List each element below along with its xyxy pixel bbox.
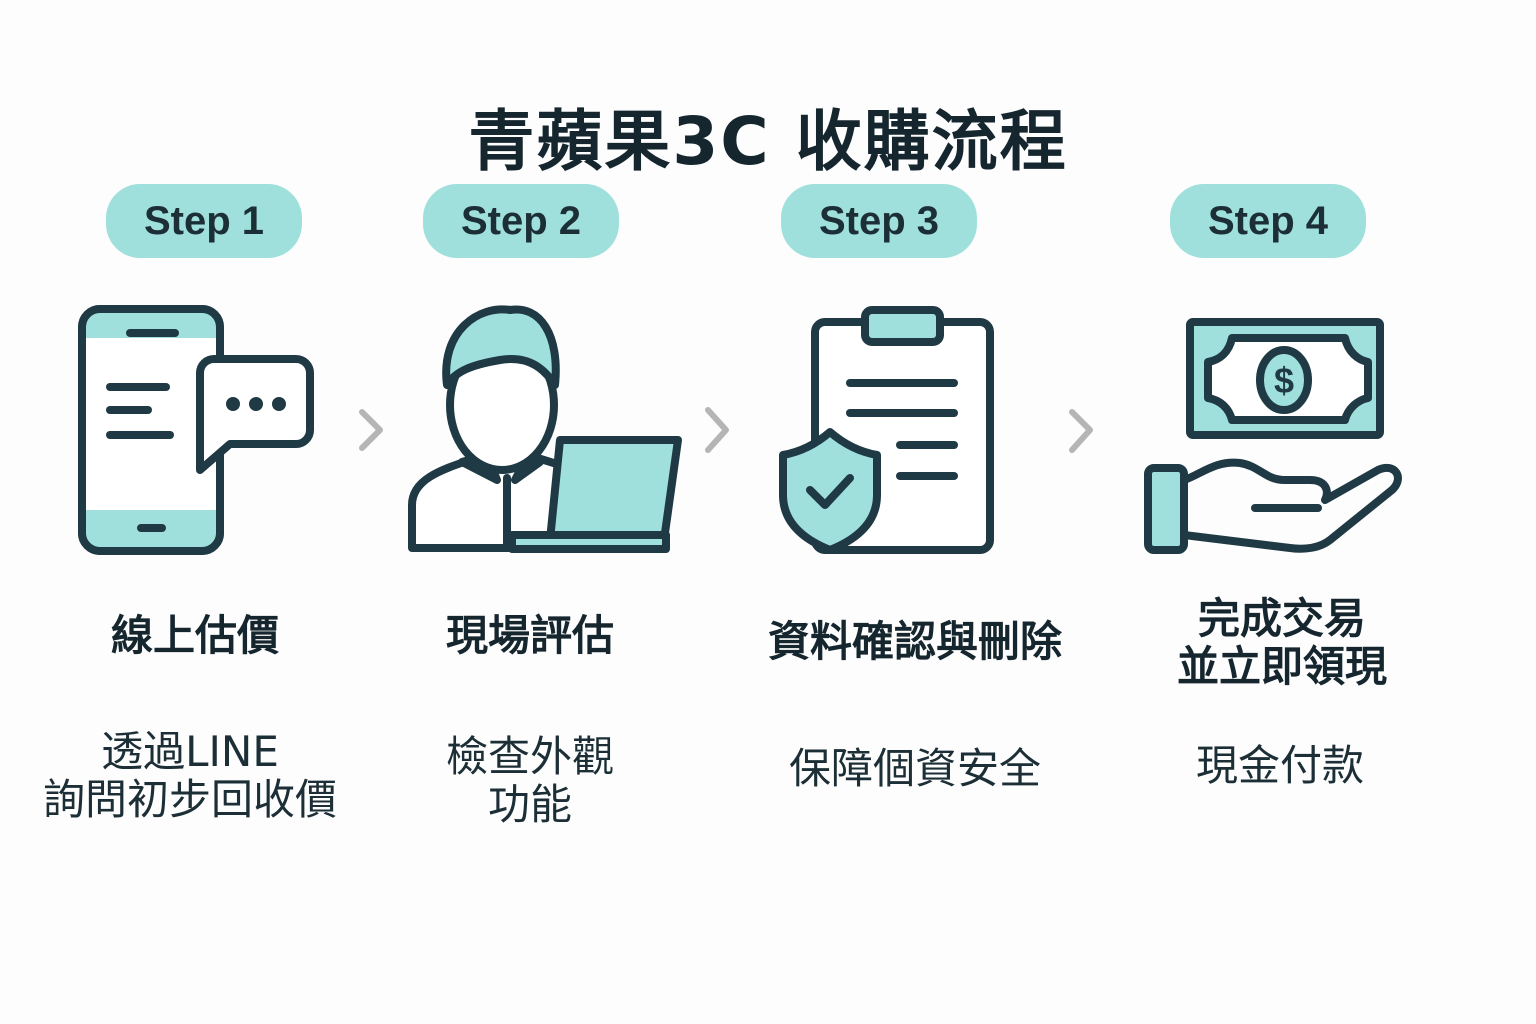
step-2-heading: 現場評估 — [445, 611, 614, 660]
step-1-heading: 線上估價 — [110, 611, 279, 660]
step-3-description: 保障個資安全 — [788, 744, 1041, 793]
step-4-heading: 完成交易 並立即領現 — [1082, 595, 1482, 691]
person-laptop-icon — [408, 305, 682, 553]
step-2-description: 檢查外觀 功能 — [320, 733, 740, 829]
step-2-description-line-2: 功能 — [487, 780, 572, 829]
step-2-description-line-1: 檢查外觀 — [445, 732, 614, 781]
step-3-badge: Step 3 — [781, 184, 977, 258]
clipboard-shield-icon — [779, 306, 994, 554]
step-3-heading: 資料確認與刪除 — [767, 617, 1062, 666]
phone-chat-icon — [78, 305, 314, 555]
chevron-right-icon — [359, 409, 383, 451]
step-4-badge: Step 4 — [1170, 184, 1366, 258]
step-1-description-line-1: 透過LINE — [101, 727, 279, 776]
step-4-heading-line-1: 完成交易 — [1197, 594, 1366, 643]
dollar-sign: $ — [1274, 360, 1294, 401]
step-4-description: 現金付款 — [1195, 741, 1364, 790]
hand-money-icon — [1144, 318, 1402, 554]
step-4-heading-line-2: 並立即領現 — [1176, 642, 1387, 691]
chevron-right-icon — [705, 407, 729, 453]
page-title: 青蘋果3C 收購流程 — [468, 103, 1068, 180]
step-1-description-line-2: 詢問初步回收價 — [42, 775, 337, 824]
step-1-description: 透過LINE 詢問初步回收價 — [0, 728, 400, 824]
step-1-badge: Step 1 — [106, 184, 302, 258]
chevron-right-icon — [1069, 409, 1093, 453]
step-2-badge: Step 2 — [423, 184, 619, 258]
